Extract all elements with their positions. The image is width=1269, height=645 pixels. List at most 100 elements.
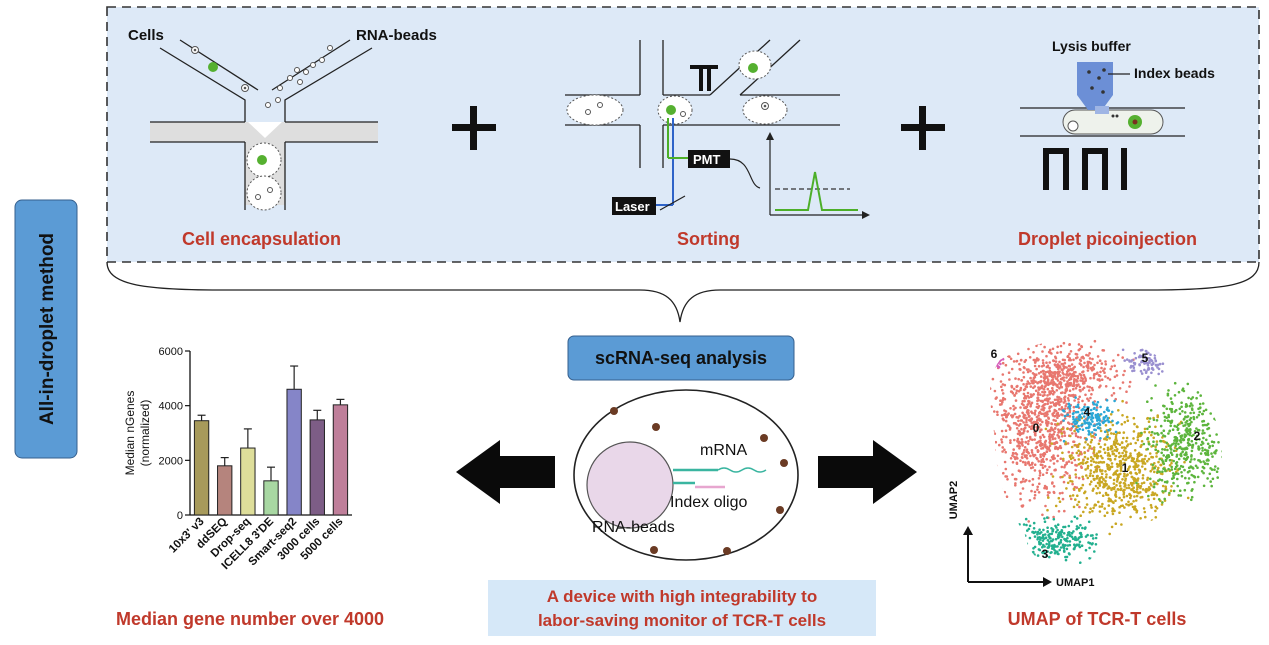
umap-point (1074, 387, 1078, 390)
umap-point (1046, 546, 1050, 549)
umap-point (1089, 412, 1093, 415)
umap-point (1208, 472, 1212, 476)
umap-point (1022, 523, 1026, 526)
umap-point (1017, 444, 1020, 447)
umap-cluster-label: 3 (1042, 547, 1049, 561)
umap-point (1195, 416, 1199, 419)
umap-point (1114, 430, 1118, 434)
umap-point (1048, 374, 1051, 378)
umap-point (999, 380, 1003, 383)
umap-point (1206, 442, 1210, 446)
umap-point (1124, 458, 1127, 462)
plus-icon (452, 106, 496, 150)
umap-point (1203, 448, 1207, 452)
umap-point (987, 429, 990, 432)
umap-point (1211, 477, 1215, 481)
umap-point (1072, 412, 1075, 415)
umap-point (1216, 467, 1220, 470)
umap-point (1123, 485, 1126, 488)
umap-point (1022, 375, 1026, 379)
umap-point (1023, 543, 1026, 546)
umap-point (1053, 551, 1057, 555)
umap-point (1190, 420, 1193, 424)
umap-point (1170, 407, 1174, 411)
umap-point (1120, 523, 1123, 526)
umap-point (1023, 448, 1026, 452)
umap-point (1121, 451, 1124, 455)
umap-point (1084, 408, 1088, 412)
umap-point (1028, 499, 1032, 502)
umap-point (1105, 438, 1109, 441)
umap-point (991, 484, 995, 488)
umap-point (1031, 530, 1034, 534)
umap-point (1073, 365, 1076, 369)
umap-point (1193, 430, 1197, 433)
umap-point (1188, 433, 1191, 437)
umap-point (1023, 366, 1026, 370)
umap-point (1143, 462, 1147, 465)
umap-point (1092, 460, 1096, 464)
umap-point (1026, 462, 1030, 465)
umap-point (1174, 462, 1178, 465)
umap-point (1156, 468, 1159, 472)
umap-point (1160, 451, 1163, 455)
umap-point (1029, 395, 1033, 399)
umap-point (1056, 528, 1059, 532)
umap-point (1118, 431, 1121, 435)
umap-point (1129, 366, 1132, 369)
umap-point (1042, 388, 1046, 391)
umap-point (1097, 450, 1101, 453)
umap-point (1202, 466, 1206, 470)
umap-point (1068, 474, 1071, 478)
umap-point (1025, 450, 1028, 454)
umap-point (1054, 409, 1058, 413)
umap-point (1208, 434, 1212, 438)
umap-point (1083, 376, 1087, 379)
umap-point (1211, 444, 1214, 448)
umap-point (1024, 463, 1027, 467)
umap-point (1146, 447, 1149, 451)
umap-point (1122, 436, 1125, 440)
umap-point (1016, 457, 1019, 460)
umap-point (994, 464, 998, 467)
umap-point (1091, 420, 1094, 423)
umap-point (1000, 429, 1004, 433)
umap-point (1020, 555, 1024, 558)
umap-point (1153, 432, 1157, 435)
umap-point (1074, 352, 1078, 356)
umap-point (1120, 461, 1123, 465)
umap-point (1015, 389, 1019, 393)
umap-point (1120, 498, 1123, 502)
umap-point (1148, 425, 1151, 429)
umap-point (1058, 370, 1061, 374)
umap-point (1015, 427, 1019, 430)
umap-point (1071, 432, 1074, 435)
chart-bar (193, 420, 210, 516)
umap-point (993, 410, 996, 413)
umap-point (1143, 510, 1147, 514)
umap-point (1122, 431, 1126, 434)
umap-point (1126, 443, 1130, 446)
umap-point (1030, 449, 1034, 452)
chart-y-tick-label: 2000 (159, 455, 183, 467)
umap-point (1191, 446, 1194, 449)
umap-point (1027, 402, 1031, 405)
umap-point (1059, 344, 1063, 348)
umap-point (1043, 393, 1046, 397)
umap-point (1086, 476, 1090, 480)
umap-point (1034, 420, 1038, 424)
umap-point (1133, 362, 1137, 365)
umap-point (1033, 493, 1037, 497)
umap-point (1043, 517, 1046, 520)
umap-point (1100, 362, 1104, 365)
umap-point (1093, 550, 1096, 553)
umap-point (1148, 417, 1152, 420)
umap-point (1033, 535, 1037, 538)
umap-point (1050, 442, 1054, 445)
umap-point (996, 413, 999, 417)
umap-point (1074, 410, 1078, 414)
umap-point (1054, 356, 1058, 360)
umap-point (1068, 534, 1072, 537)
umap-point (1025, 457, 1029, 460)
umap-point (1208, 497, 1212, 500)
